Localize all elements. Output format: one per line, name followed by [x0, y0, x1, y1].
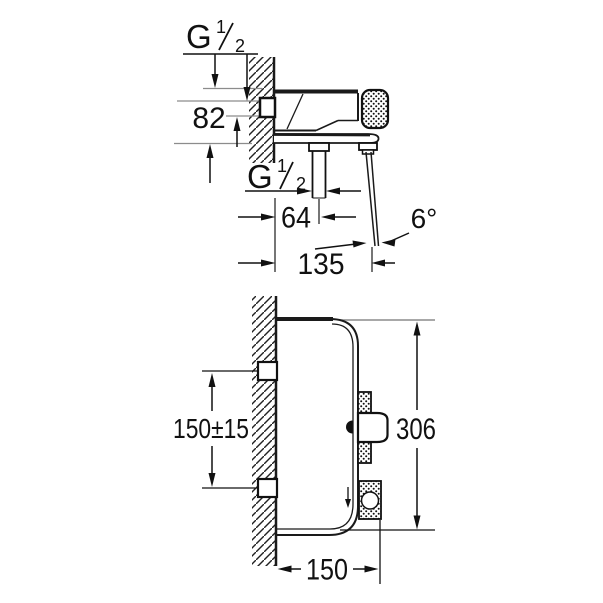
leader-arrow: [243, 87, 251, 101]
temperature-knob-side: [360, 88, 390, 130]
stream-angle-callout: 6°: [314, 203, 438, 250]
front-view-elevation: 150±15 306: [173, 296, 436, 587]
faucet-body-side: [274, 89, 363, 132]
thermostat-knob-front: [346, 391, 389, 464]
dim-64: 64: [238, 202, 356, 235]
thread-numerator: 1: [216, 17, 226, 37]
dim-306: 306: [340, 321, 436, 531]
wall-union-top: [256, 360, 279, 382]
fraction-slash: [279, 161, 294, 190]
dim-82-text: 82: [192, 102, 225, 135]
dim-64-text: 64: [281, 202, 311, 235]
thread-base: G: [247, 158, 273, 195]
fraction-slash: [218, 22, 234, 51]
deck-top-edge: [273, 133, 371, 137]
outlet-port: [360, 491, 380, 510]
dim-150pm15: 150±15: [173, 370, 258, 489]
leader-arrow: [211, 74, 219, 88]
dim-82: 82: [192, 102, 241, 183]
dim-arrow: [297, 187, 312, 195]
shower-outlet-pipe: [308, 142, 330, 199]
angle-text: 6°: [411, 203, 438, 234]
flow-direction-arrow: [345, 499, 351, 508]
dim-150: 150: [277, 520, 381, 587]
faucet-body-front: [276, 317, 359, 536]
wall-hatch: [252, 296, 276, 566]
dim-150pm15-text: 150±15: [173, 413, 249, 444]
indicator-mark: [346, 420, 353, 434]
dim-150-text: 150: [306, 554, 348, 587]
dim-arrow: [326, 187, 340, 195]
inlet-thread-label: G 1 2: [183, 17, 258, 101]
wall-union-bottom: [256, 477, 279, 499]
top-view-side-elevation: G 1 2 82 G 1 2: [174, 17, 437, 281]
svg-text:2: 2: [235, 36, 245, 56]
inlet-nipple: [258, 96, 277, 119]
thread-numerator: 1: [277, 156, 287, 176]
spout-outlet: [358, 142, 378, 155]
outlet-thread-label: G 1 2: [245, 156, 361, 195]
knob-handle: [356, 411, 389, 444]
thread-denominator: 2: [296, 174, 306, 194]
thread-base: G: [186, 18, 212, 55]
dim-306-text: 306: [396, 413, 436, 446]
water-stream-lines: [365, 151, 380, 247]
dim-135: 135: [238, 198, 395, 281]
dim-135-text: 135: [298, 248, 345, 281]
outlet-connection-front: [345, 480, 382, 520]
